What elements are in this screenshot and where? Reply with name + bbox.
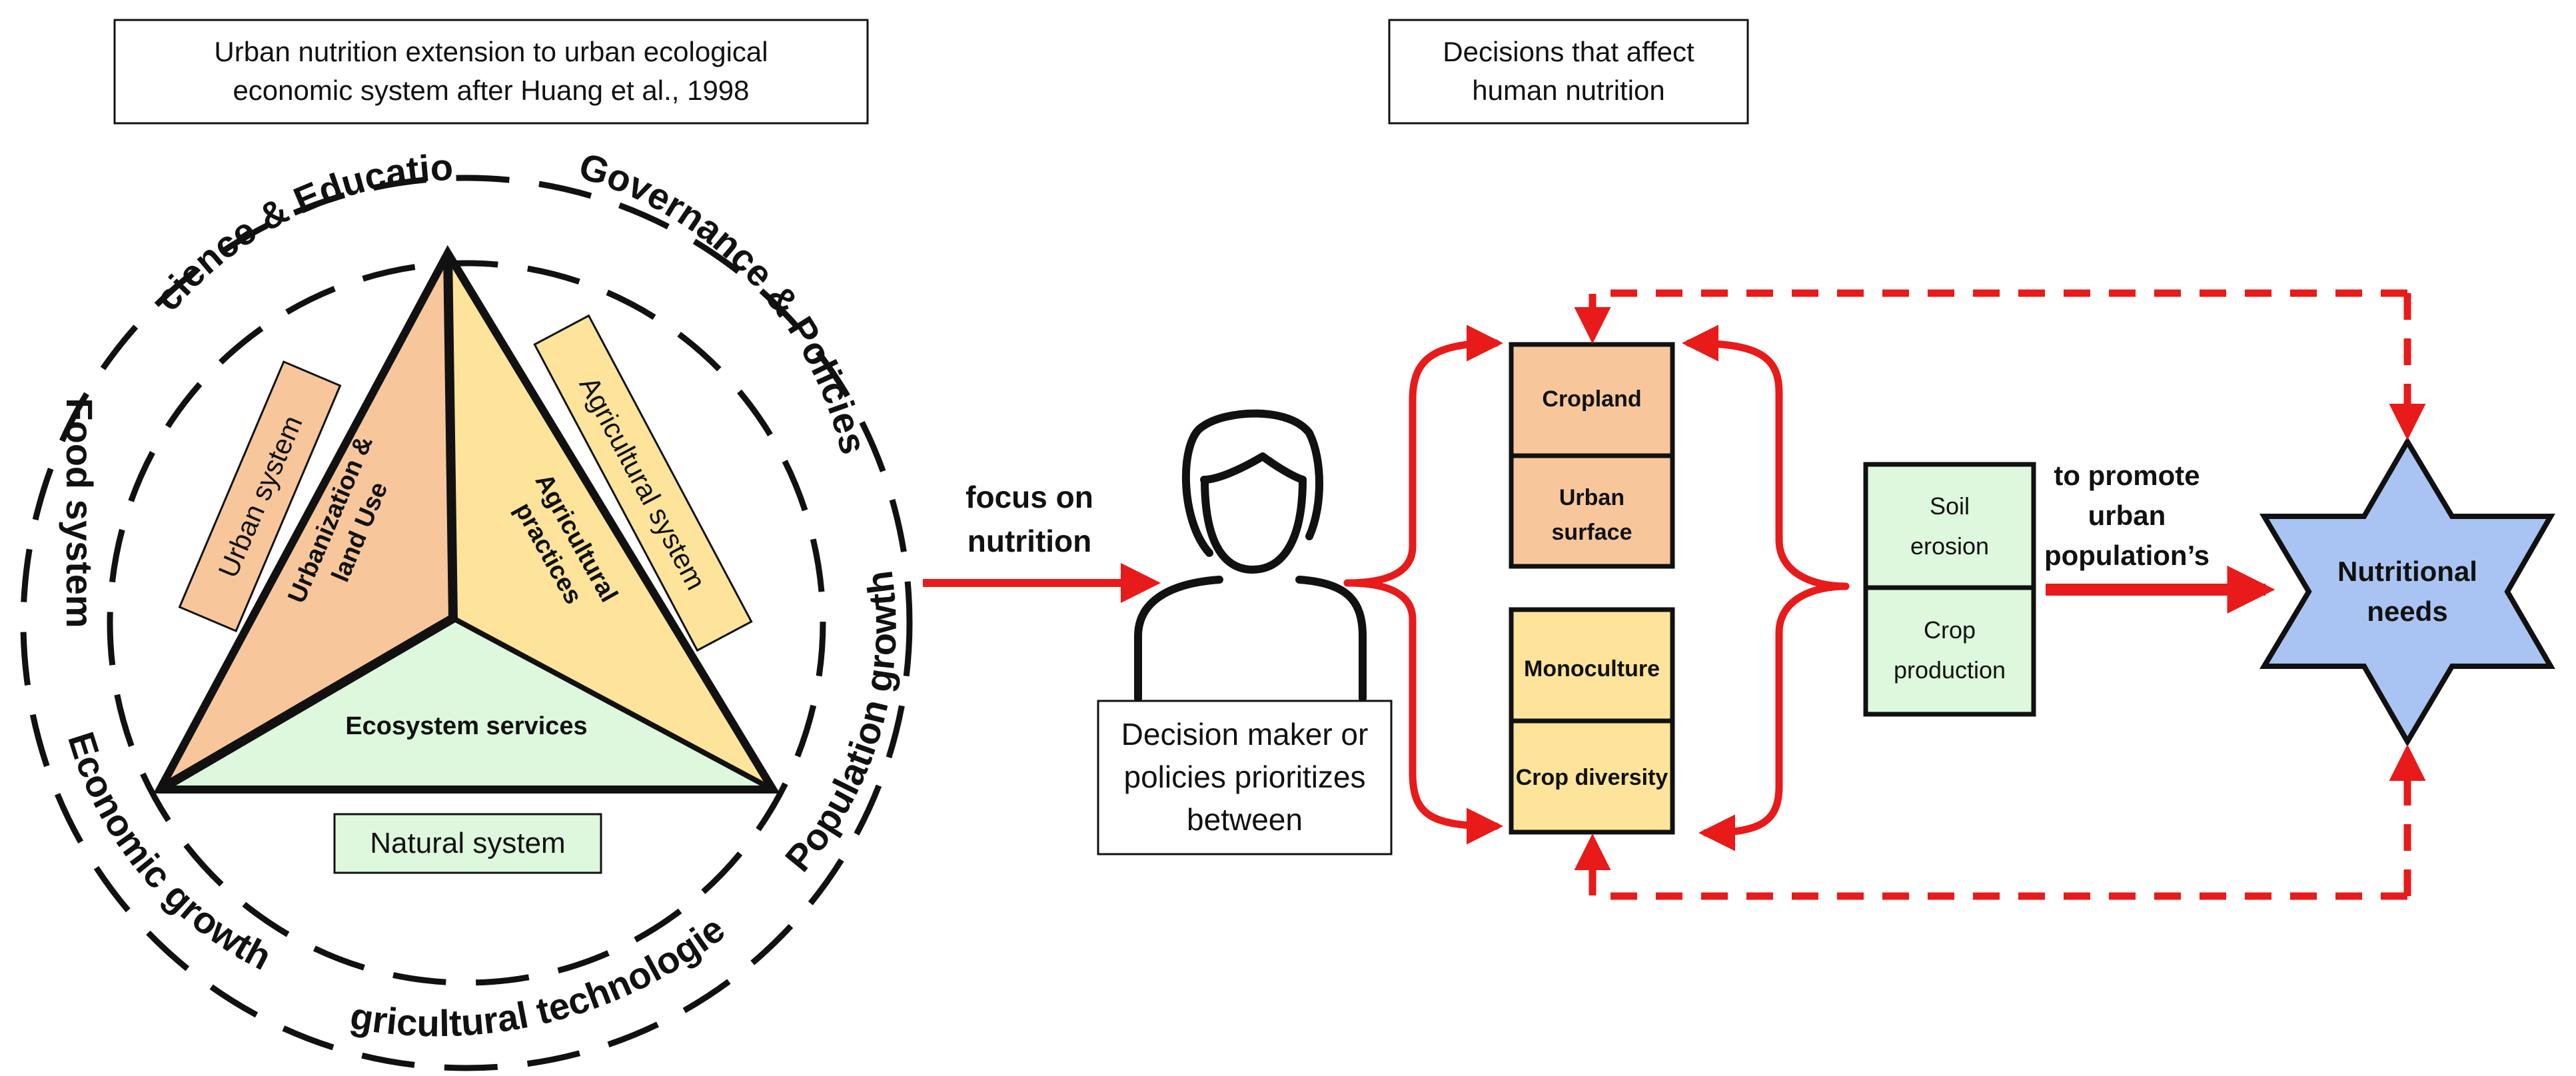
focus-label-line1: focus on [966, 480, 1093, 514]
practice-options: Monoculture Crop diversity [1509, 607, 1675, 835]
header-right-line2: human nutrition [1472, 75, 1665, 106]
decision-maker-box: Decision maker or policies prioritizes b… [1097, 700, 1393, 855]
header-right-line1: Decisions that affect [1443, 36, 1694, 67]
decision-maker-person-icon [1134, 409, 1367, 702]
focus-label-line2: nutrition [967, 524, 1092, 558]
soil-erosion-line2: erosion [1910, 532, 1989, 560]
feedback-loop-bottom [1574, 744, 2426, 900]
outer-dashed-ring [20, 175, 913, 1071]
nutritional-needs-line1: Nutritional [2337, 556, 2477, 587]
feedback-loop-top [1574, 289, 2426, 440]
land-use-options: Cropland Urban surface [1509, 342, 1675, 569]
urban-surface-line2: surface [1552, 520, 1632, 545]
header-left-line1: Urban nutrition extension to urban ecolo… [214, 36, 768, 67]
monoculture-label: Monoculture [1524, 656, 1660, 682]
soil-erosion-line1: Soil [1930, 492, 1970, 520]
cropland-label: Cropland [1542, 386, 1641, 412]
ring-label-population-growth: Population growth [777, 568, 904, 879]
natural-system-box: Natural system [333, 813, 602, 874]
options-to-outcomes-brace [1682, 324, 1850, 851]
crop-production-line1: Crop [1924, 616, 1976, 644]
crop-production-line2: production [1894, 656, 2006, 684]
urban-surface-line1: Urban [1559, 485, 1624, 510]
triangle: Urbanization & land Use Agricultural pra… [153, 245, 780, 794]
ecosystem-services-label: Ecosystem services [345, 712, 587, 740]
decision-line2: policies prioritizes [1123, 760, 1365, 794]
decision-line1: Decision maker or [1121, 717, 1369, 752]
svg-text:Natural system: Natural system [370, 827, 565, 859]
header-left-line2: economic system after Huang et al., 1998 [233, 75, 749, 106]
nutritional-needs-star: Nutritional needs [2259, 436, 2555, 747]
nutritional-needs-line2: needs [2367, 596, 2447, 627]
promote-line2: urban [2088, 500, 2166, 531]
promote-line1: to promote [2054, 460, 2200, 491]
header-left: Urban nutrition extension to urban ecolo… [113, 19, 869, 125]
outcome-boxes: Soil erosion Crop production [1863, 462, 2036, 717]
person-to-options-arrows [1343, 324, 1503, 845]
triangle-ecosystem-region [160, 618, 773, 790]
inner-dashed-ring [107, 260, 826, 986]
decision-line3: between [1187, 802, 1303, 837]
ring-label-food-system: Food system [59, 398, 101, 628]
crop-diversity-label: Crop diversity [1516, 765, 1668, 790]
promote-line3: population’s [2044, 540, 2210, 571]
header-right: Decisions that affect human nutrition [1388, 19, 1749, 125]
